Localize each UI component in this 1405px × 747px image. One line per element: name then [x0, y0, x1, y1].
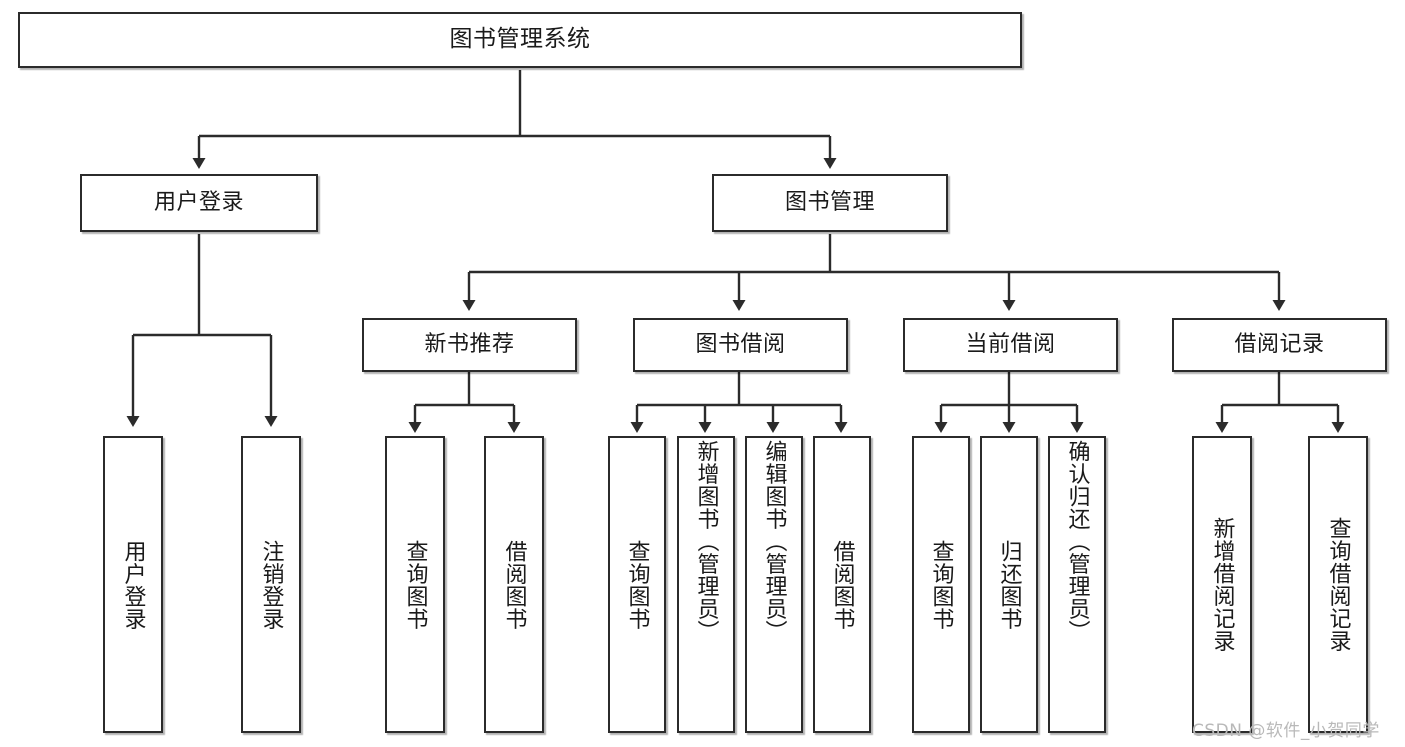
node-current-borrow[interactable]: 当前借阅	[903, 318, 1118, 372]
leaf-user-login[interactable]: 用户登录	[103, 436, 163, 733]
leaf-current-borrow-query-book[interactable]: 查询图书	[912, 436, 970, 733]
leaf-current-borrow-return-book[interactable]: 归还图书	[980, 436, 1038, 733]
leaf-borrow-record-query-record[interactable]: 查询借阅记录	[1308, 436, 1368, 733]
leaf-book-borrow-borrow-book[interactable]: 借阅图书	[813, 436, 871, 733]
node-root-system[interactable]: 图书管理系统	[18, 12, 1022, 68]
leaf-new-book-query-book[interactable]: 查询图书	[385, 436, 445, 733]
leaf-book-borrow-add-book-admin[interactable]: 新增图书（管理员）	[677, 436, 735, 733]
leaf-logout[interactable]: 注销登录	[241, 436, 301, 733]
node-book-management[interactable]: 图书管理	[712, 174, 948, 232]
node-new-book-recommend[interactable]: 新书推荐	[362, 318, 577, 372]
leaf-new-book-borrow-book[interactable]: 借阅图书	[484, 436, 544, 733]
node-book-borrow[interactable]: 图书借阅	[633, 318, 848, 372]
leaf-book-borrow-query-book[interactable]: 查询图书	[608, 436, 666, 733]
leaf-borrow-record-add-record[interactable]: 新增借阅记录	[1192, 436, 1252, 733]
csdn-watermark: CSDN @软件_小贺同学	[1192, 721, 1380, 741]
leaf-current-borrow-confirm-return-admin[interactable]: 确认归还（管理员）	[1048, 436, 1106, 733]
node-borrow-record[interactable]: 借阅记录	[1172, 318, 1387, 372]
leaf-book-borrow-edit-book-admin[interactable]: 编辑图书（管理员）	[745, 436, 803, 733]
node-user-login[interactable]: 用户登录	[80, 174, 318, 232]
